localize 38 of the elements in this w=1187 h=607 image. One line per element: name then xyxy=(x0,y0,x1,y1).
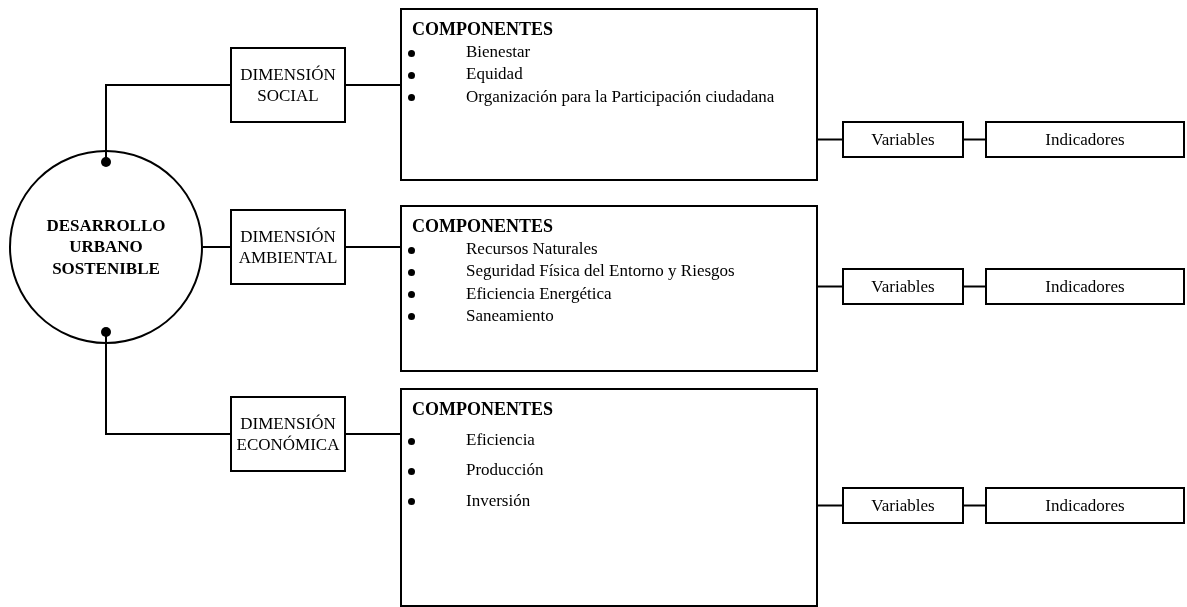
components-box xyxy=(400,388,818,607)
label-box xyxy=(230,396,346,472)
label-box xyxy=(842,487,964,524)
connector-line xyxy=(345,84,401,86)
label-box xyxy=(985,121,1185,158)
label-box xyxy=(842,268,964,305)
connector-line xyxy=(101,84,231,167)
box-label: DIMENSIÓN ECONÓMICA xyxy=(236,412,340,456)
components-box xyxy=(400,8,818,181)
label-box xyxy=(985,487,1185,524)
box-label: Indicadores xyxy=(1045,494,1125,517)
concept-label: DESARROLLO URBANO SOSTENIBLE xyxy=(45,215,167,279)
box-label: Indicadores xyxy=(1045,128,1125,151)
label-box xyxy=(842,121,964,158)
box-label: Variables xyxy=(871,128,935,151)
components-heading: COMPONENTES xyxy=(412,398,554,421)
connector-line xyxy=(963,285,986,288)
box-label: Variables xyxy=(871,275,935,298)
label-box xyxy=(230,209,346,285)
concept-circle xyxy=(9,150,203,344)
components-heading: COMPONENTES xyxy=(412,18,554,41)
components-heading: COMPONENTES xyxy=(412,215,554,238)
connector-line xyxy=(101,327,231,435)
connector-line xyxy=(963,138,986,141)
box-label: DIMENSIÓN AMBIENTAL xyxy=(237,225,339,269)
connector-line xyxy=(817,138,843,141)
connector-line xyxy=(202,246,231,248)
components-box xyxy=(400,205,818,372)
label-box xyxy=(230,47,346,123)
connector-line xyxy=(817,285,843,288)
connector-line xyxy=(345,433,401,435)
label-box xyxy=(985,268,1185,305)
connector-line xyxy=(963,504,986,507)
box-label: Indicadores xyxy=(1045,275,1125,298)
connector-line xyxy=(345,246,401,248)
connector-line xyxy=(817,504,843,507)
box-label: Variables xyxy=(871,494,935,517)
box-label: DIMENSIÓN SOCIAL xyxy=(239,63,337,107)
